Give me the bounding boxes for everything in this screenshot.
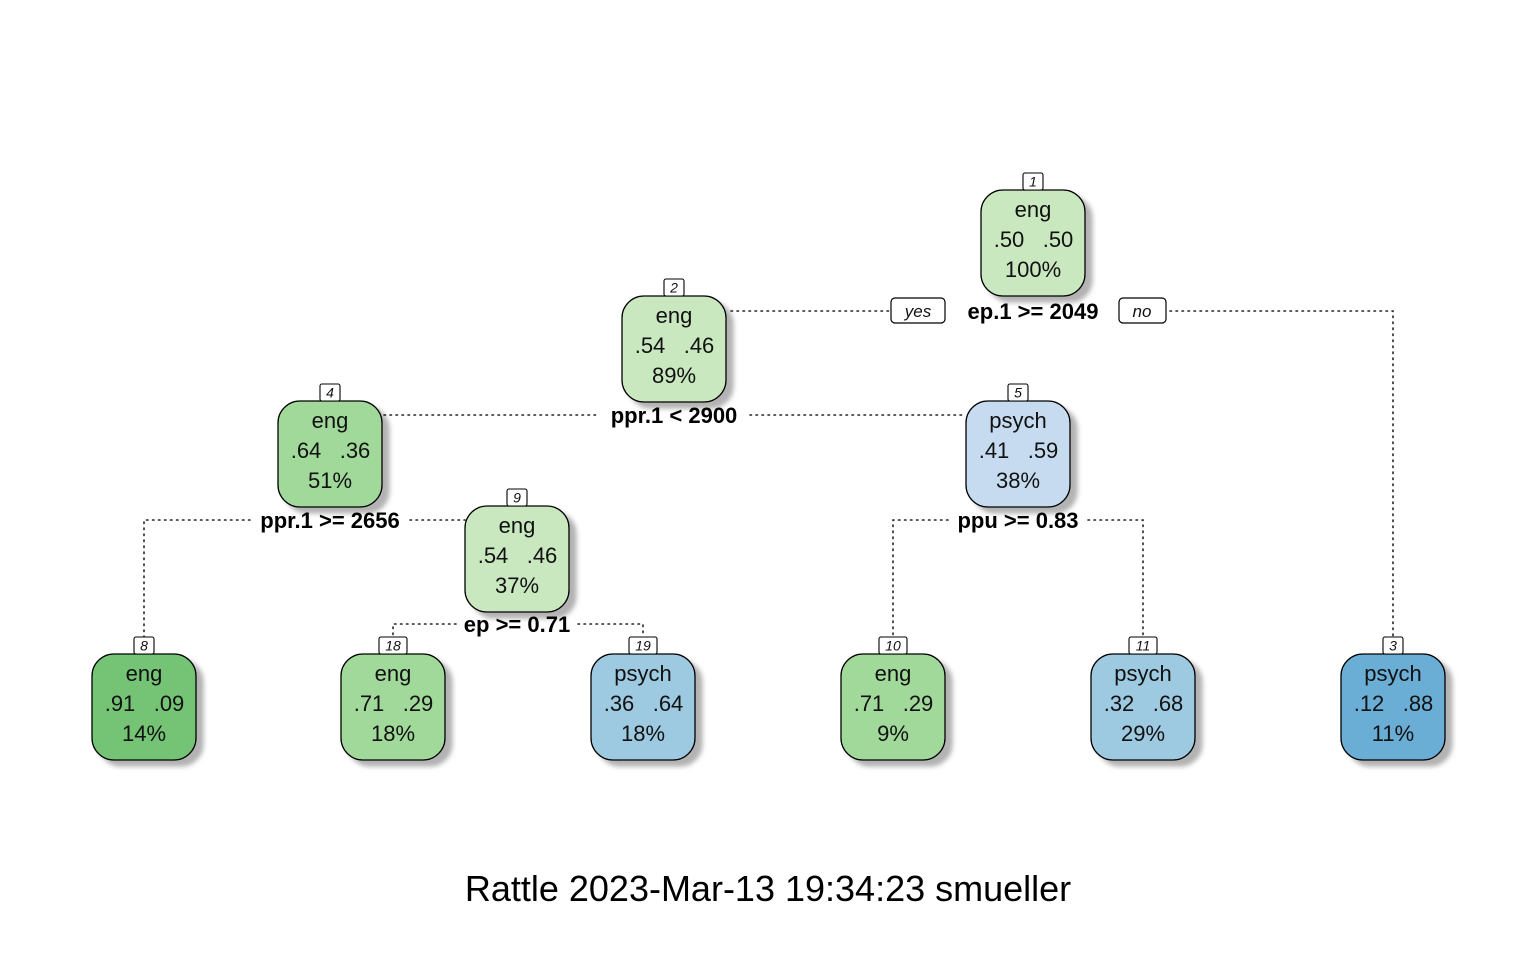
node-percent: 38% [996, 468, 1040, 493]
node-prob-eng: .50 [994, 227, 1025, 252]
node-number-box [878, 636, 908, 655]
edge-9-19 [577, 623, 644, 638]
node-number: 10 [885, 638, 901, 654]
node-percent: 11% [1372, 721, 1414, 746]
node-prob-eng: .41 [979, 438, 1010, 463]
node-number-box [1007, 383, 1029, 402]
tree-node-3: 3 psych .12 .88 11% [1340, 636, 1446, 761]
node-number: 11 [1136, 638, 1151, 654]
node-prob-psych: .88 [1403, 691, 1434, 716]
node-percent: 29% [1121, 721, 1165, 746]
node-class-label: eng [1015, 197, 1052, 222]
edge-1-3 [1169, 310, 1394, 638]
node-number-box [663, 278, 685, 297]
node-number: 3 [1389, 638, 1397, 654]
node-prob-psych: .29 [903, 691, 934, 716]
node-number-box [1128, 636, 1158, 655]
node-number-box [378, 636, 408, 655]
node-number: 8 [140, 638, 148, 654]
node-prob-psych: .59 [1028, 438, 1059, 463]
node-prob-psych: .46 [684, 333, 715, 358]
node-number: 19 [635, 638, 651, 654]
node-number-box [1022, 172, 1044, 191]
node-number: 2 [669, 280, 678, 296]
node-prob-eng: .71 [354, 691, 385, 716]
node-percent: 89% [652, 363, 696, 388]
node-prob-eng: .36 [604, 691, 635, 716]
node-class-label: eng [875, 661, 912, 686]
edge-5-10 [892, 519, 949, 638]
node-number: 9 [513, 490, 521, 506]
node-prob-eng: .54 [478, 543, 509, 568]
node-prob-psych: .09 [154, 691, 185, 716]
node-class-label: psych [1364, 661, 1421, 686]
edge-5-11 [1087, 519, 1144, 638]
node-prob-psych: .29 [403, 691, 434, 716]
node-prob-eng: .71 [854, 691, 885, 716]
node-prob-psych: .68 [1153, 691, 1184, 716]
node-number-box [506, 488, 528, 507]
tree-node-4: 4 eng .64 .36 51% [277, 383, 383, 508]
node-class-label: psych [614, 661, 671, 686]
tree-node-19: 19 psych .36 .64 18% [590, 636, 696, 761]
node-number-box [133, 636, 155, 655]
node-number-box [628, 636, 658, 655]
yes-tag: yes [904, 302, 932, 321]
node-class-label: eng [499, 513, 536, 538]
node-number: 5 [1014, 385, 1022, 401]
node-class-label: eng [126, 661, 163, 686]
tree-node-11: 11 psych .32 .68 29% [1090, 636, 1196, 761]
node-number-box [1382, 636, 1404, 655]
tree-node-2: 2 eng .54 .46 89% [621, 278, 727, 403]
split-label-node-5: ppu >= 0.83 [957, 508, 1078, 533]
node-percent: 100% [1005, 257, 1061, 282]
node-percent: 18% [371, 721, 415, 746]
split-label-node-1: ep.1 >= 2049 [968, 299, 1099, 324]
node-percent: 14% [122, 721, 166, 746]
node-number-box [319, 383, 341, 402]
no-tag-box [1118, 297, 1167, 324]
tree-nodes: 1eng.50.50100%2eng.54.4689%3psych.12.881… [91, 172, 1446, 761]
node-number: 1 [1029, 174, 1037, 190]
node-class-label: eng [312, 408, 349, 433]
tree-node-5: 5 psych .41 .59 38% [965, 383, 1071, 508]
node-number: 4 [326, 385, 334, 401]
node-percent: 18% [621, 721, 665, 746]
node-prob-eng: .32 [1104, 691, 1135, 716]
yes-tag-box [890, 297, 946, 324]
node-prob-psych: .50 [1043, 227, 1074, 252]
split-labels: ep.1 >= 2049 ppr.1 < 2900 ppr.1 >= 2656 ppu… [260, 297, 1167, 637]
edge-4-8 [143, 519, 251, 638]
tree-node-8: 8 eng .91 .09 14% [91, 636, 197, 761]
node-prob-eng: .64 [291, 438, 322, 463]
node-prob-eng: .12 [1354, 691, 1385, 716]
node-prob-psych: .64 [653, 691, 684, 716]
tree-node-18: 18 eng .71 .29 18% [340, 636, 446, 761]
node-prob-psych: .46 [527, 543, 558, 568]
tree-edges [143, 310, 1394, 638]
tree-node-9: 9 eng .54 .46 37% [464, 488, 570, 613]
split-label-node-2: ppr.1 < 2900 [611, 403, 738, 428]
node-class-label: eng [656, 303, 693, 328]
no-tag: no [1133, 302, 1152, 321]
tree-node-10: 10 eng .71 .29 9% [840, 636, 946, 761]
node-percent: 51% [308, 468, 352, 493]
split-label-node-9: ep >= 0.71 [464, 612, 570, 637]
tree-node-1: 1 eng .50 .50 100% [980, 172, 1086, 297]
node-prob-psych: .36 [340, 438, 371, 463]
node-class-label: eng [375, 661, 412, 686]
node-prob-eng: .54 [635, 333, 666, 358]
node-class-label: psych [1114, 661, 1171, 686]
node-class-label: psych [989, 408, 1046, 433]
split-label-node-4: ppr.1 >= 2656 [260, 508, 399, 533]
edge-9-18 [392, 623, 457, 638]
plot-caption: Rattle 2023-Mar-13 19:34:23 smueller [464, 868, 1072, 909]
node-prob-eng: .91 [105, 691, 136, 716]
node-percent: 37% [495, 573, 539, 598]
node-number: 18 [385, 638, 401, 654]
node-percent: 9% [877, 721, 909, 746]
